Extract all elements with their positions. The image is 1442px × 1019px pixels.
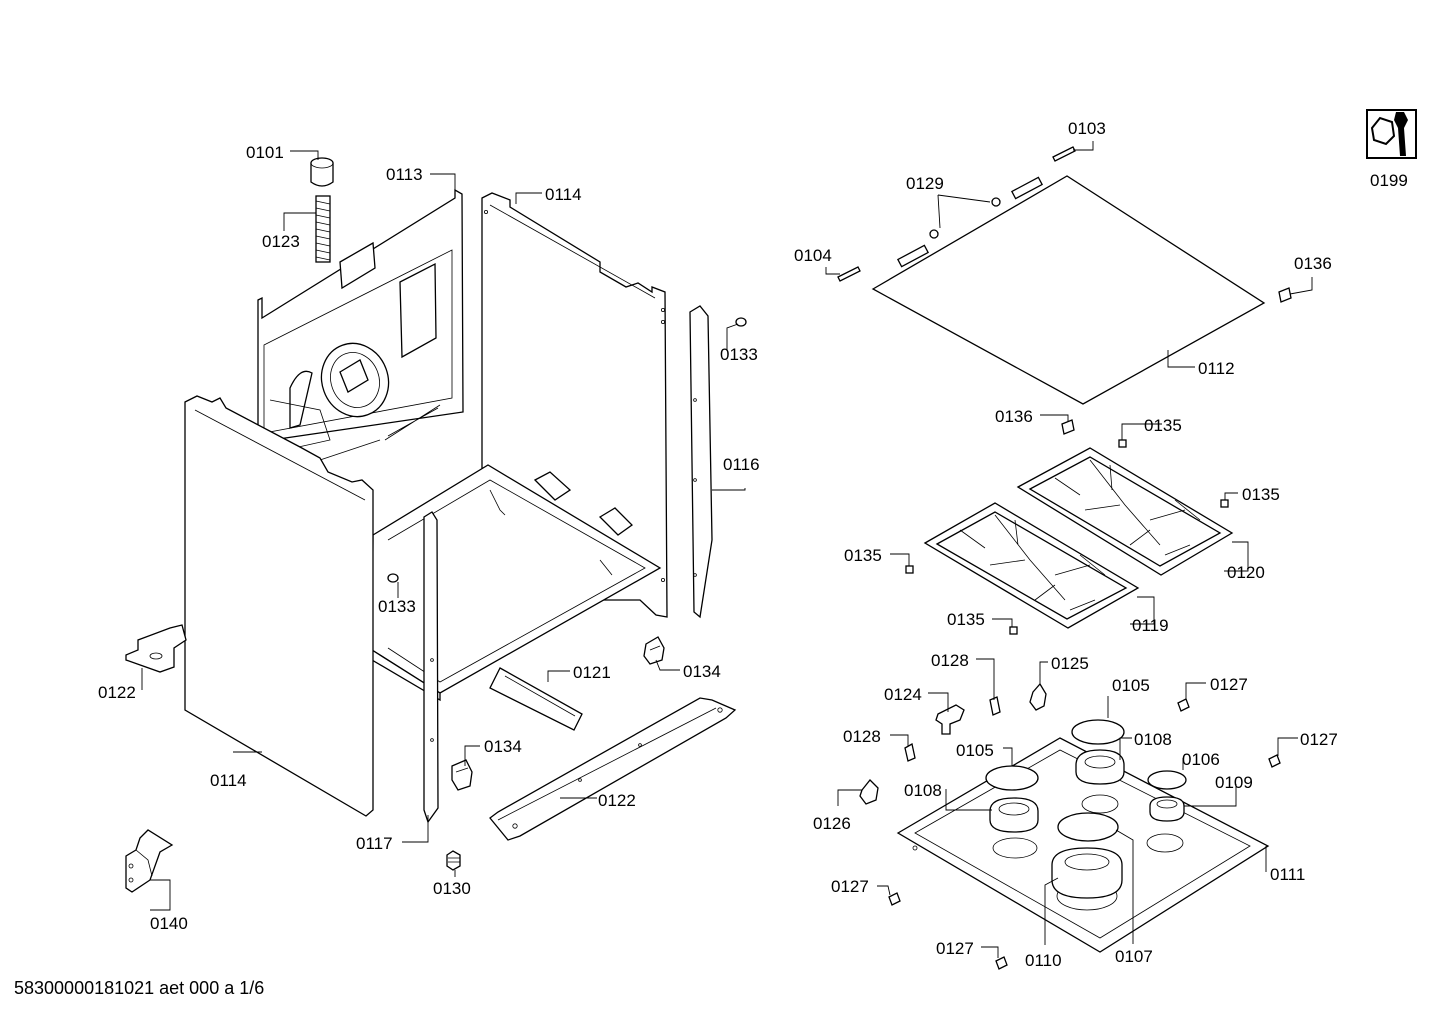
part-mount-bracket-shape (125, 829, 174, 893)
part-bottom-rail-shape (489, 697, 737, 841)
part-label-0108: 0108 (904, 781, 942, 800)
part-label-0122: 0122 (598, 791, 636, 810)
part-label-0135: 0135 (1242, 485, 1280, 504)
part-pan-support-left-shape (923, 502, 1140, 629)
part-knob-shape (935, 704, 965, 735)
part-label-0135: 0135 (844, 546, 882, 565)
part-nut-shape (446, 850, 461, 871)
part-clip-shape (1177, 698, 1190, 712)
part-label-0127: 0127 (1210, 675, 1248, 694)
part-label-0105: 0105 (1112, 676, 1150, 695)
part-grommet-shape (735, 317, 747, 327)
part-label-0199: 0199 (1370, 171, 1408, 190)
part-label-0105: 0105 (956, 741, 994, 760)
part-hinge-shape (1010, 176, 1044, 200)
part-grate-foot-shape (1009, 626, 1018, 635)
part-label-0110: 0110 (1025, 951, 1062, 970)
part-label-0113: 0113 (386, 165, 423, 184)
part-clip-shape (1029, 682, 1047, 711)
part-burner-heads-shape (989, 749, 1185, 899)
part-label-0111: 0111 (1270, 865, 1305, 884)
part-label-0133: 0133 (378, 597, 416, 616)
part-label-0127: 0127 (936, 939, 974, 958)
part-grate-foot-shape (905, 565, 914, 574)
part-clip-shape (989, 696, 1001, 716)
part-label-0119: 0119 (1132, 616, 1169, 635)
part-clip-shape (859, 779, 879, 805)
part-back-panel-shape (257, 188, 464, 461)
part-buffer-shape (929, 229, 939, 239)
part-front-strip-shape (423, 511, 439, 824)
part-screw-shape (837, 266, 861, 282)
part-clip-shape (904, 742, 916, 762)
part-label-0117: 0117 (356, 834, 393, 853)
part-pad-shape (1278, 287, 1292, 303)
part-label-0114: 0114 (210, 771, 247, 790)
part-clip-shape (643, 636, 665, 665)
wrench-icon (1366, 109, 1417, 159)
part-label-0103: 0103 (1068, 119, 1106, 138)
document-footer-code: 58300000181021 aet 000 a 1/6 (14, 978, 265, 998)
part-label-0122: 0122 (98, 683, 136, 702)
part-clip-shape (995, 956, 1008, 970)
part-burner-caps-shape (985, 719, 1187, 842)
cabinet-assembly (125, 157, 747, 893)
part-grommet-shape (387, 573, 399, 583)
part-hose-shape (315, 195, 331, 263)
part-label-0109: 0109 (1215, 773, 1253, 792)
part-label-0136: 0136 (1294, 254, 1332, 273)
part-left-side-panel-shape (184, 395, 374, 817)
part-right-strip-shape (689, 305, 713, 619)
part-label-0104: 0104 (794, 246, 832, 265)
part-cap-shape (310, 157, 334, 187)
part-hinge-shape (896, 244, 930, 268)
part-label-0126: 0126 (813, 814, 851, 833)
part-label-0106: 0106 (1182, 750, 1220, 769)
leader-lines (141, 141, 1313, 958)
part-label-0127: 0127 (1300, 730, 1338, 749)
part-label-0135: 0135 (1144, 416, 1182, 435)
part-screw-shape (1052, 146, 1076, 162)
part-lid-shape (871, 175, 1266, 405)
part-clip-shape (888, 892, 901, 906)
part-label-0130: 0130 (433, 879, 471, 898)
part-grate-foot-shape (1220, 499, 1229, 508)
hob-assembly (837, 109, 1417, 970)
part-pad-shape (1061, 419, 1075, 435)
part-buffer-shape (991, 197, 1001, 207)
part-pan-support-right-shape (1016, 447, 1234, 576)
part-label-0135: 0135 (947, 610, 985, 629)
part-label-0134: 0134 (484, 737, 522, 756)
part-label-0121: 0121 (573, 663, 611, 682)
part-label-0123: 0123 (262, 232, 300, 251)
part-hob-plate-shape (896, 737, 1270, 953)
part-label-0112: 0112 (1198, 359, 1235, 378)
part-clip-shape (1268, 754, 1281, 768)
part-label-0124: 0124 (884, 685, 922, 704)
part-label-0128: 0128 (843, 727, 881, 746)
part-label-0133: 0133 (720, 345, 758, 364)
part-label-0128: 0128 (931, 651, 969, 670)
part-label-0136: 0136 (995, 407, 1033, 426)
part-label-0101: 0101 (246, 143, 284, 162)
part-label-0114: 0114 (545, 185, 582, 204)
part-label-0140: 0140 (150, 914, 188, 933)
part-label-0125: 0125 (1051, 654, 1089, 673)
part-grate-foot-shape (1118, 439, 1127, 448)
part-label-0129: 0129 (906, 174, 944, 193)
part-label-0116: 0116 (723, 455, 760, 474)
part-foot-bracket-shape (125, 624, 187, 673)
part-label-0108: 0108 (1134, 730, 1172, 749)
part-label-0120: 0120 (1227, 563, 1265, 582)
part-clip-shape (451, 759, 473, 791)
part-labels: 0101 0123 0113 0114 0133 0116 0133 0122 … (98, 119, 1408, 970)
part-label-0134: 0134 (683, 662, 721, 681)
part-label-0107: 0107 (1115, 947, 1153, 966)
part-label-0127: 0127 (831, 877, 869, 896)
